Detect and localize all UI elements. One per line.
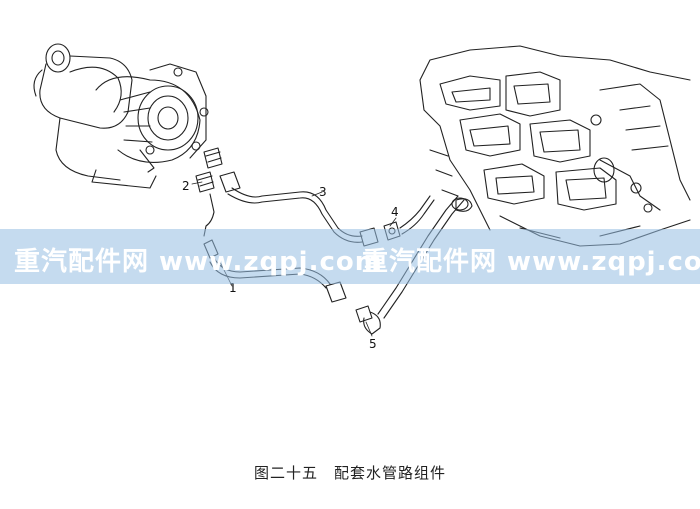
watermark-text-left: 重汽配件网 www.zqpj.com [14,247,383,277]
callout-3: 3 [319,185,327,199]
engine-block [419,45,691,247]
callout-1: 1 [229,281,237,295]
watermark-text-right: 重汽配件网 www.zqpj.com [362,247,700,277]
connector-fittings [195,147,241,193]
figure-caption: 图二十五 配套水管路组件 [253,464,446,482]
callout-4: 4 [391,205,399,219]
callout-2: 2 [182,179,190,193]
callout-5: 5 [369,337,377,351]
watermark-band [0,229,700,284]
air-compressor [33,43,209,189]
